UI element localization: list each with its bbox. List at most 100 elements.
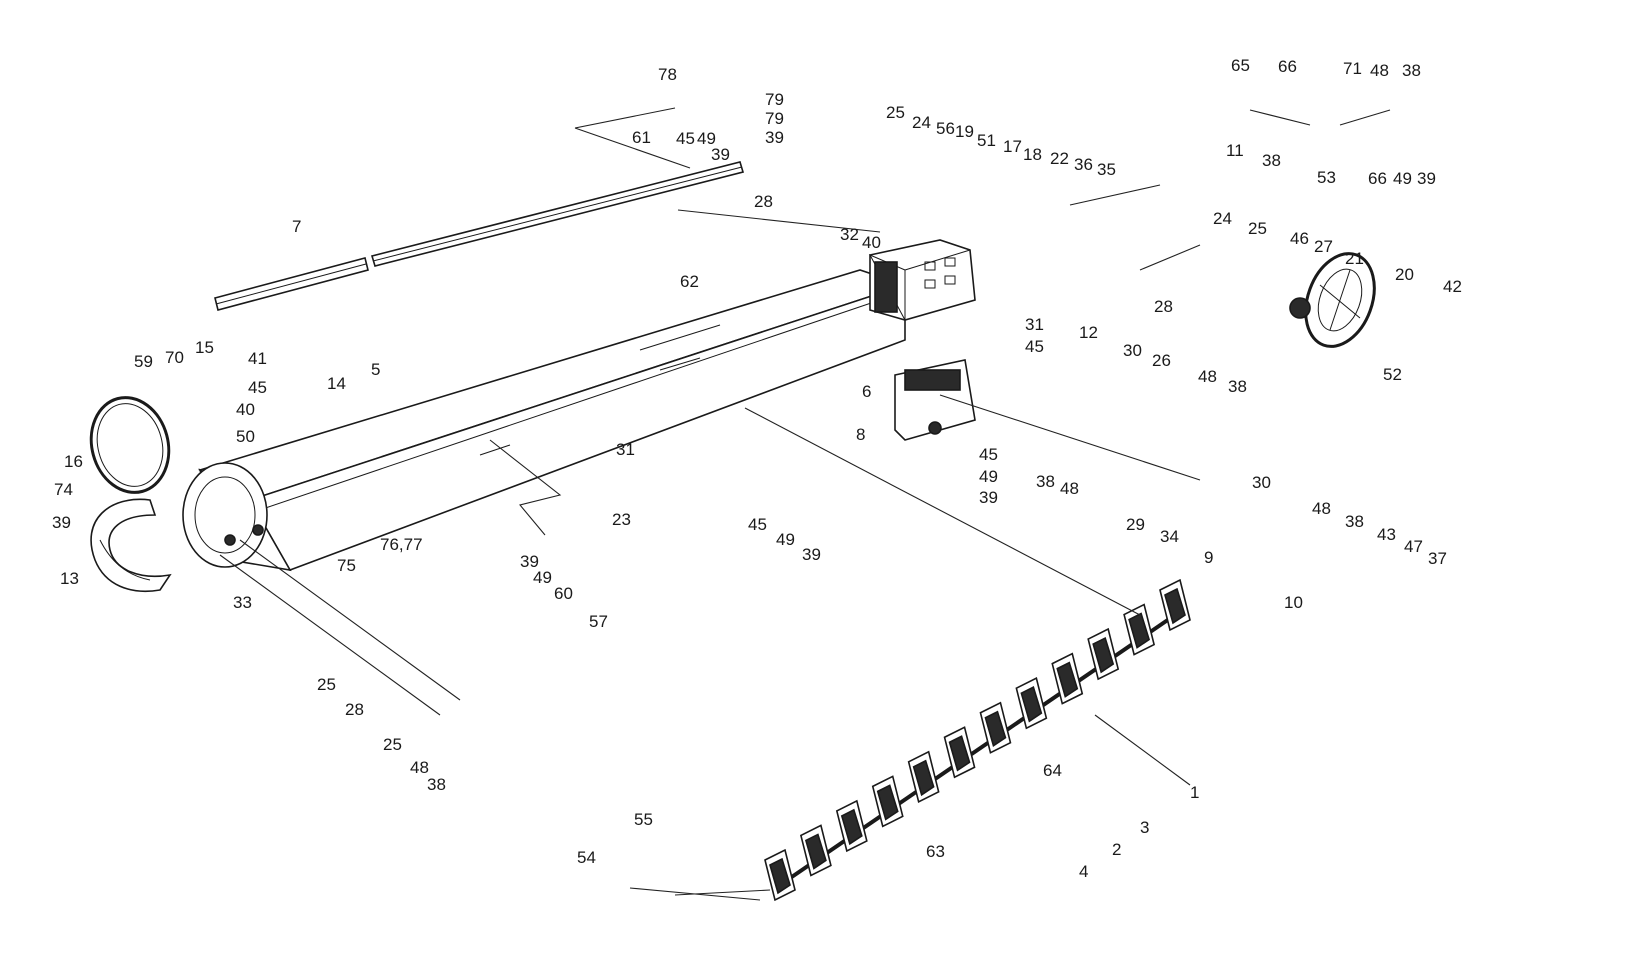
callout-c25a: 25 xyxy=(886,103,905,122)
callout-c40b: 40 xyxy=(236,400,255,419)
callout-c39f: 39 xyxy=(802,545,821,564)
conveyor-beam xyxy=(198,269,908,572)
callout-c19: 19 xyxy=(955,122,974,141)
callout-c28a: 28 xyxy=(754,192,773,211)
callout-c55: 55 xyxy=(634,810,653,829)
callout-c48e: 48 xyxy=(410,758,429,777)
callout-c54: 54 xyxy=(577,848,596,867)
callout-c23: 23 xyxy=(612,510,631,529)
callout-c24b: 24 xyxy=(1213,209,1232,228)
callout-c59: 59 xyxy=(134,352,153,371)
callout-c39c: 39 xyxy=(1417,169,1436,188)
chain-flight-mesh xyxy=(876,784,899,821)
callout-c50: 50 xyxy=(236,427,255,446)
callout-c63: 63 xyxy=(926,842,945,861)
callout-c39d: 39 xyxy=(979,488,998,507)
callout-c48c: 48 xyxy=(1060,479,1079,498)
callout-c45e: 45 xyxy=(748,515,767,534)
callout-c7: 7 xyxy=(292,217,301,236)
callout-c49b: 49 xyxy=(1393,169,1412,188)
chain-flight-mesh xyxy=(1164,587,1186,625)
callout-c32: 32 xyxy=(840,225,859,244)
callout-c31b: 31 xyxy=(616,440,635,459)
callout-c35: 35 xyxy=(1097,160,1116,179)
callout-c28c: 28 xyxy=(345,700,364,719)
callout-c38a: 38 xyxy=(1402,61,1421,80)
callout-c18: 18 xyxy=(1023,145,1042,164)
callout-c51: 51 xyxy=(977,131,996,150)
callout-c45a: 45 xyxy=(676,129,695,148)
callout-c15: 15 xyxy=(195,338,214,357)
callout-c25b: 25 xyxy=(1248,219,1267,238)
callout-c49d: 49 xyxy=(776,530,795,549)
callout-c45b: 45 xyxy=(1025,337,1044,356)
chain-flight-mesh xyxy=(840,808,863,846)
callout-c43: 43 xyxy=(1377,525,1396,544)
callout-c3: 3 xyxy=(1140,818,1149,837)
callout-c14: 14 xyxy=(327,374,346,393)
callout-c13: 13 xyxy=(60,569,79,588)
callout-c60: 60 xyxy=(554,584,573,603)
callout-c8: 8 xyxy=(856,425,865,444)
callout-c71: 71 xyxy=(1343,59,1362,78)
chain-flight-mesh xyxy=(984,710,1007,748)
callout-c78: 78 xyxy=(658,65,677,84)
callout-c24a: 24 xyxy=(912,113,931,132)
callout-c39a: 39 xyxy=(711,145,730,164)
callout-c45d: 45 xyxy=(248,378,267,397)
callout-c48b: 48 xyxy=(1198,367,1217,386)
callout-c9: 9 xyxy=(1204,548,1213,567)
flight-chain xyxy=(764,578,1191,902)
callout-c49e: 49 xyxy=(533,568,552,587)
callout-c61: 61 xyxy=(632,128,651,147)
callout-c31a: 31 xyxy=(1025,315,1044,334)
callout-c79b: 79 xyxy=(765,109,784,128)
motor-box xyxy=(894,359,976,441)
callout-c70: 70 xyxy=(165,348,184,367)
callout-c33: 33 xyxy=(233,593,252,612)
callout-c30b: 30 xyxy=(1252,473,1271,492)
chain-flight-mesh xyxy=(948,735,971,772)
callout-c56: 56 xyxy=(936,119,955,138)
callout-c40a: 40 xyxy=(862,233,881,252)
callout-c28b: 28 xyxy=(1154,297,1173,316)
callout-c64: 64 xyxy=(1043,761,1062,780)
callout-c25d: 25 xyxy=(383,735,402,754)
chain-flight-mesh xyxy=(804,833,827,870)
callout-c66a: 66 xyxy=(1278,57,1297,76)
callout-c62: 62 xyxy=(680,272,699,291)
callout-c46: 46 xyxy=(1290,229,1309,248)
callout-c21: 21 xyxy=(1345,249,1364,268)
callout-c17: 17 xyxy=(1003,137,1022,156)
callout-c65: 65 xyxy=(1231,56,1250,75)
leader-lines xyxy=(219,107,1391,901)
callout-c11: 11 xyxy=(1226,141,1244,160)
callout-c48a: 48 xyxy=(1370,61,1389,80)
callout-c39b: 39 xyxy=(765,128,784,147)
tail-drum-housing xyxy=(182,462,268,568)
callout-c66b: 66 xyxy=(1368,169,1387,188)
chain-flight-mesh xyxy=(1056,661,1079,698)
callout-c34: 34 xyxy=(1160,527,1179,546)
callout-c42: 42 xyxy=(1443,277,1462,296)
callout-c52: 52 xyxy=(1383,365,1402,384)
callout-c2: 2 xyxy=(1112,840,1121,859)
head-drive-housing xyxy=(868,239,976,321)
callout-c38c: 38 xyxy=(1228,377,1247,396)
callout-c26: 26 xyxy=(1152,351,1171,370)
callout-c76: 76,77 xyxy=(380,535,423,554)
callout-c38d: 38 xyxy=(1036,472,1055,491)
callout-c39g: 39 xyxy=(520,552,539,571)
callout-c6: 6 xyxy=(862,382,871,401)
chain-flight-mesh xyxy=(912,759,935,797)
callout-c39e: 39 xyxy=(52,513,71,532)
callout-c16: 16 xyxy=(64,452,83,471)
handwheel xyxy=(1289,252,1376,348)
chain-flight-mesh xyxy=(769,857,791,895)
callout-c48d: 48 xyxy=(1312,499,1331,518)
callout-c41: 41 xyxy=(248,349,267,368)
callout-c1: 1 xyxy=(1190,783,1199,802)
